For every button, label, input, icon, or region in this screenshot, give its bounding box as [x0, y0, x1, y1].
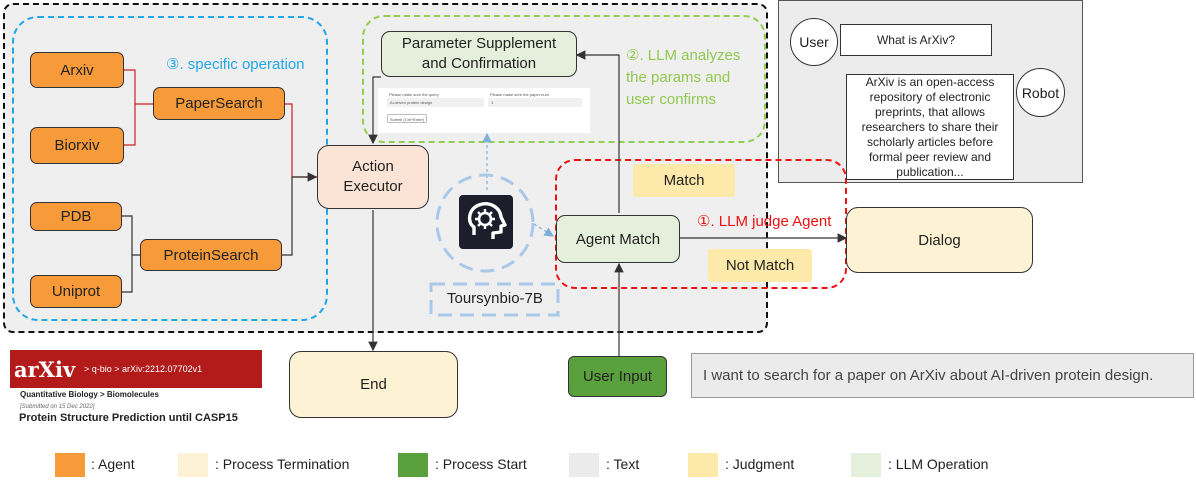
pdb-to-proteinsearch	[122, 215, 140, 256]
legend-swatch-start	[398, 453, 428, 477]
biorxiv-to-papersearch	[123, 104, 136, 146]
action-executor-node: Action Executor	[317, 145, 429, 209]
model-ring	[435, 173, 535, 273]
proteinsearch-to-executor	[281, 172, 318, 256]
model-to-agentmatch	[533, 223, 555, 237]
arxiv-subject: Quantitative Biology > Biomolecules	[20, 390, 159, 399]
arxiv-breadcrumb[interactable]: > q-bio > arXiv:2212.07702v1	[84, 364, 203, 374]
submit-button[interactable]: Submit (Ctrl+Enter)	[387, 114, 427, 123]
model-label-frame	[429, 282, 560, 317]
agentmatch-to-param	[575, 50, 620, 213]
legend-label-text: : Text	[606, 456, 640, 472]
uniprot-to-proteinsearch	[122, 255, 133, 293]
user-query-text: I want to search for a paper on ArXiv ab…	[691, 353, 1194, 398]
agent-match-node: Agent Match	[556, 215, 680, 263]
param-form: Please make sure the query AI-driven pro…	[378, 88, 590, 133]
agent-papersearch: PaperSearch	[153, 87, 285, 120]
legend-swatch-text	[569, 453, 599, 477]
num-label: Please make sure the paper num	[490, 92, 549, 97]
end-node: End	[289, 351, 458, 418]
model-logo-icon	[459, 195, 513, 249]
chat-robot-message: ArXiv is an open-access repository of el…	[846, 74, 1014, 180]
arxiv-header: arXiv > q-bio > arXiv:2212.07702v1	[10, 350, 262, 388]
agent-proteinsearch: ProteinSearch	[140, 239, 282, 271]
agent-arxiv: Arxiv	[30, 52, 124, 88]
arxiv-submitted: [Submitted on 15 Dec 2022]	[20, 404, 95, 410]
judgment-not-match: Not Match	[708, 249, 812, 282]
head-gear-icon	[467, 202, 507, 239]
arxiv-logo: arXiv	[14, 357, 76, 382]
num-input[interactable]: 1	[488, 98, 582, 107]
agent-biorxiv: Biorxiv	[30, 127, 124, 164]
legend-swatch-llm-operation	[851, 453, 881, 477]
annotation-llm-judge: ①. LLM judge Agent	[697, 213, 832, 230]
chat-robot-avatar: Robot	[1016, 68, 1065, 117]
legend-swatch-agent	[55, 453, 85, 477]
legend-label-agent: : Agent	[91, 456, 135, 472]
query-label: Please make sure the query	[389, 92, 439, 97]
legend-label-judgment: : Judgment	[725, 456, 795, 472]
arxiv-title: Protein Structure Prediction until CASP1…	[19, 412, 238, 424]
judgment-match: Match	[633, 164, 735, 197]
legend-label-termination: : Process Termination	[215, 456, 350, 472]
legend-swatch-judgment	[688, 453, 718, 477]
chat-user-message: What is ArXiv?	[840, 24, 992, 56]
agent-pdb: PDB	[30, 202, 122, 231]
annotation-llm-analyzes: ②. LLM analyzes the params and user conf…	[626, 47, 741, 108]
arxiv-card: arXiv > q-bio > arXiv:2212.07702v1 Quant…	[10, 350, 262, 428]
dialog-node: Dialog	[846, 207, 1033, 273]
agent-uniprot: Uniprot	[30, 275, 122, 308]
query-input[interactable]: AI-driven protein design	[387, 98, 484, 107]
arxiv-to-papersearch	[123, 69, 153, 105]
annotation-specific-operation: ③. specific operation	[166, 56, 305, 73]
param-supplement-node: Parameter Supplement and Confirmation	[381, 31, 577, 77]
legend-label-llm-operation: : LLM Operation	[888, 456, 989, 472]
param-group	[362, 15, 766, 143]
user-input-node: User Input	[568, 356, 667, 397]
param-to-executor	[368, 76, 381, 145]
chat-user-avatar: User	[790, 18, 838, 66]
papersearch-to-executor	[285, 103, 317, 178]
legend-label-start: : Process Start	[435, 456, 527, 472]
model-name-label: Toursynbio-7B	[447, 290, 543, 307]
legend-swatch-termination	[178, 453, 208, 477]
